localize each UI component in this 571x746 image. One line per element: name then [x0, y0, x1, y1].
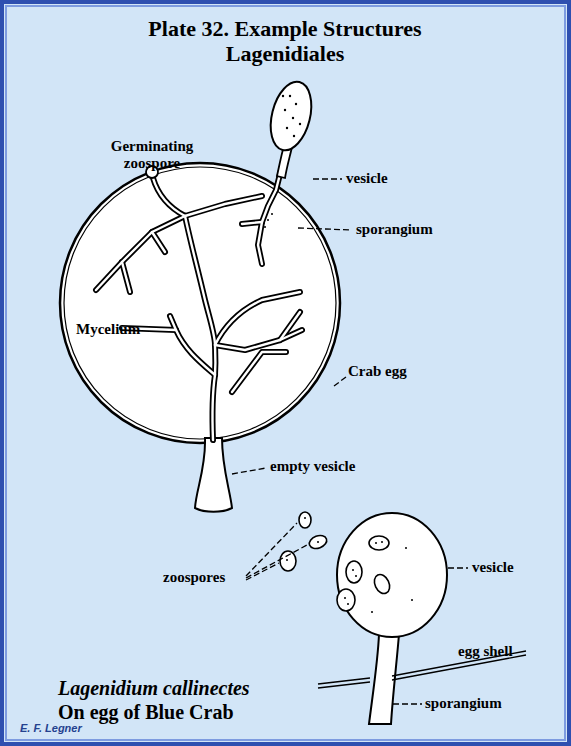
released-zoospores	[280, 512, 329, 571]
spore-dot	[271, 213, 273, 215]
spore-dot	[293, 135, 295, 137]
part-label: empty vesicle	[270, 458, 355, 475]
leader-line	[246, 563, 279, 580]
spore-dot	[299, 123, 301, 125]
part-label: egg shell	[458, 643, 513, 660]
leader-line	[232, 468, 266, 474]
zoospore	[307, 533, 328, 550]
spore-dot	[264, 226, 266, 228]
hypha-lumen	[242, 222, 262, 224]
hypha	[232, 352, 286, 392]
spore-dot	[411, 599, 413, 601]
hypha-lumen	[152, 232, 165, 252]
mycelium-outline	[96, 170, 302, 440]
hypha-lumen	[96, 216, 185, 290]
zoospore	[299, 512, 311, 528]
spore-dot	[267, 219, 269, 221]
hypha-lumen	[280, 312, 300, 340]
hypha-lumen	[212, 345, 215, 440]
hypha-lumen	[153, 178, 262, 216]
species-caption: Lagenidium callinectes On egg of Blue Cr…	[58, 676, 280, 724]
hypha	[258, 170, 281, 264]
zoospores-in-vesicle	[337, 536, 393, 611]
crab-egg-membrane	[64, 167, 336, 439]
hypha-lumen	[215, 330, 302, 350]
spore-dot	[375, 542, 377, 544]
part-label: sporangium	[356, 221, 433, 238]
spore-dot	[344, 597, 346, 599]
hypha	[96, 216, 185, 290]
spore-dot	[381, 541, 383, 543]
leader-line	[393, 703, 422, 704]
part-label: vesicle	[346, 170, 388, 187]
part-label: Mycelium	[76, 321, 140, 338]
hypha	[242, 222, 262, 224]
inner-frame	[6, 6, 565, 740]
hypha	[170, 316, 215, 375]
hypha-lumen	[232, 352, 286, 392]
vesicle-shape	[264, 77, 318, 154]
hypha	[212, 345, 215, 440]
spore-dot	[405, 547, 407, 549]
hypha-lumen	[185, 216, 215, 345]
leader-lines	[232, 179, 468, 704]
zoospore	[337, 589, 355, 611]
part-label: sporangium	[425, 695, 502, 712]
part-label: vesicle	[472, 559, 514, 576]
leader-line	[334, 377, 346, 386]
spore-dot	[295, 103, 297, 105]
zoospore	[369, 536, 389, 550]
zoospore-dots	[286, 517, 413, 613]
spore-dot	[282, 95, 284, 97]
hypha-lumen	[215, 292, 300, 345]
author-signature: E. F. Legner	[20, 722, 82, 734]
part-label: Germinating zoospore	[100, 138, 204, 172]
hypha-lumen	[170, 316, 215, 375]
spore-dot	[317, 541, 319, 543]
spore-dot	[289, 95, 291, 97]
spore-dot	[284, 109, 286, 111]
spore-dot	[355, 575, 357, 577]
hypha-lumen	[258, 170, 281, 264]
spore-dot	[347, 603, 349, 605]
spore-dot	[292, 117, 294, 119]
crab-egg-shell	[60, 163, 340, 443]
part-label: Crab egg	[348, 363, 407, 380]
vesicle-shape	[337, 513, 447, 637]
hypha	[185, 216, 215, 345]
hypha	[122, 262, 130, 292]
leader-line	[246, 523, 297, 576]
hypha-lumen	[122, 262, 130, 292]
leader-line	[313, 178, 342, 179]
vesicle-contents	[264, 95, 301, 228]
zoospore	[371, 572, 392, 596]
empty-vesicle-shape	[195, 438, 232, 512]
zoospore	[346, 561, 362, 583]
hypha	[152, 232, 165, 252]
spore-dot	[286, 559, 288, 561]
spore-dot	[286, 127, 288, 129]
spore-dot	[304, 517, 306, 519]
spore-dot	[352, 569, 354, 571]
leader-line	[448, 567, 468, 568]
leader-line	[246, 545, 307, 578]
leader-line	[298, 228, 352, 230]
mycelium-lumen	[96, 170, 302, 440]
spore-dot	[371, 611, 373, 613]
hypha	[153, 178, 262, 216]
plate-title: Plate 32. Example Structures Lagenidiale…	[110, 16, 460, 66]
part-label: zoospores	[163, 569, 225, 586]
zoospore	[280, 551, 296, 571]
hypha	[215, 330, 302, 350]
